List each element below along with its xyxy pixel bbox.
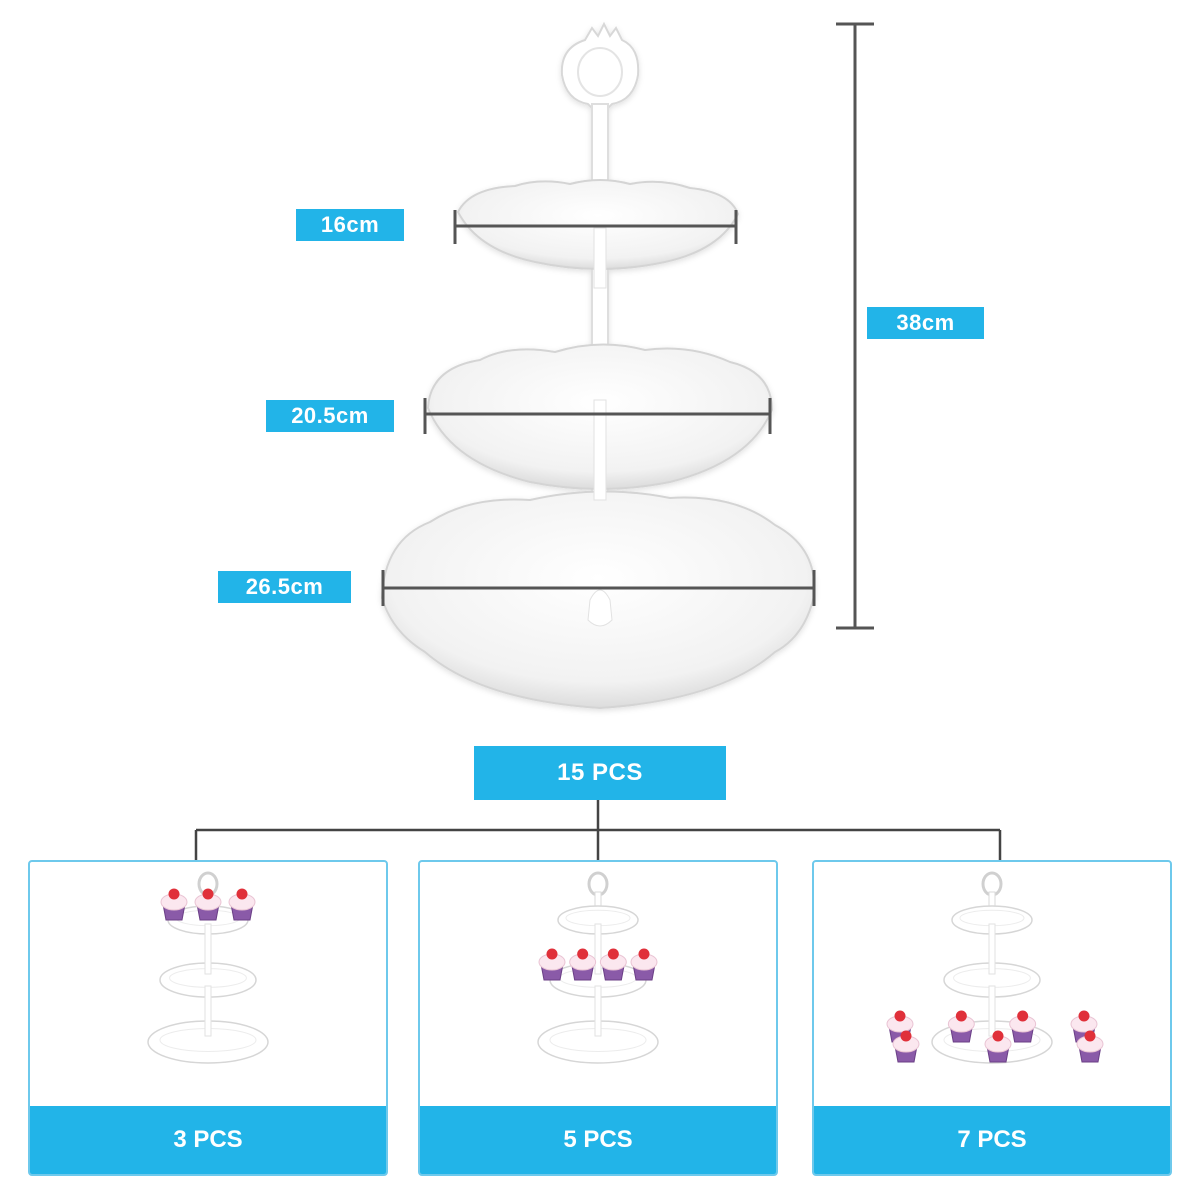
mini-stand (147, 871, 269, 1064)
mini-stand (537, 871, 659, 1064)
cupcake-icon (569, 948, 597, 981)
cake-stand-icon (380, 21, 816, 710)
cupcake-icon (984, 1030, 1012, 1063)
dimension-line-top (453, 210, 738, 244)
cupcake-icon (538, 948, 566, 981)
option-label: 3 PCS (30, 1106, 386, 1174)
option-card-3pcs: 3 PCS (28, 860, 388, 1176)
mini-stand (886, 871, 1104, 1064)
cupcake-icon (228, 888, 256, 921)
cupcake-icon (1009, 1010, 1037, 1043)
cupcake-icon (1070, 1010, 1098, 1043)
cupcake-icon (194, 888, 222, 921)
cupcake-stand-icon (537, 871, 659, 1064)
dimension-line-bottom (381, 570, 816, 606)
option-card-5pcs: 5 PCS (418, 860, 778, 1176)
connector-lines (194, 800, 1002, 860)
dimension-line-height (836, 22, 874, 630)
cupcake-icon (1076, 1030, 1104, 1063)
option-label: 7 PCS (814, 1106, 1170, 1174)
cupcake-icon (630, 948, 658, 981)
dimension-line-middle (423, 398, 772, 434)
option-label: 5 PCS (420, 1106, 776, 1174)
total-quantity-label: 15 PCS (474, 746, 726, 800)
dimension-label-height: 38cm (867, 307, 984, 339)
cupcake-icon (160, 888, 188, 921)
cupcake-icon (892, 1030, 920, 1063)
dimension-label-bottom: 26.5cm (218, 571, 351, 603)
cupcake-stand-icon (147, 871, 269, 1064)
dimension-label-middle: 20.5cm (266, 400, 394, 432)
cupcake-icon (599, 948, 627, 981)
cupcake-stand-icon (886, 871, 1104, 1064)
option-card-7pcs: 7 PCS (812, 860, 1172, 1176)
cupcake-icon (947, 1010, 975, 1043)
dimension-label-top: 16cm (296, 209, 404, 241)
